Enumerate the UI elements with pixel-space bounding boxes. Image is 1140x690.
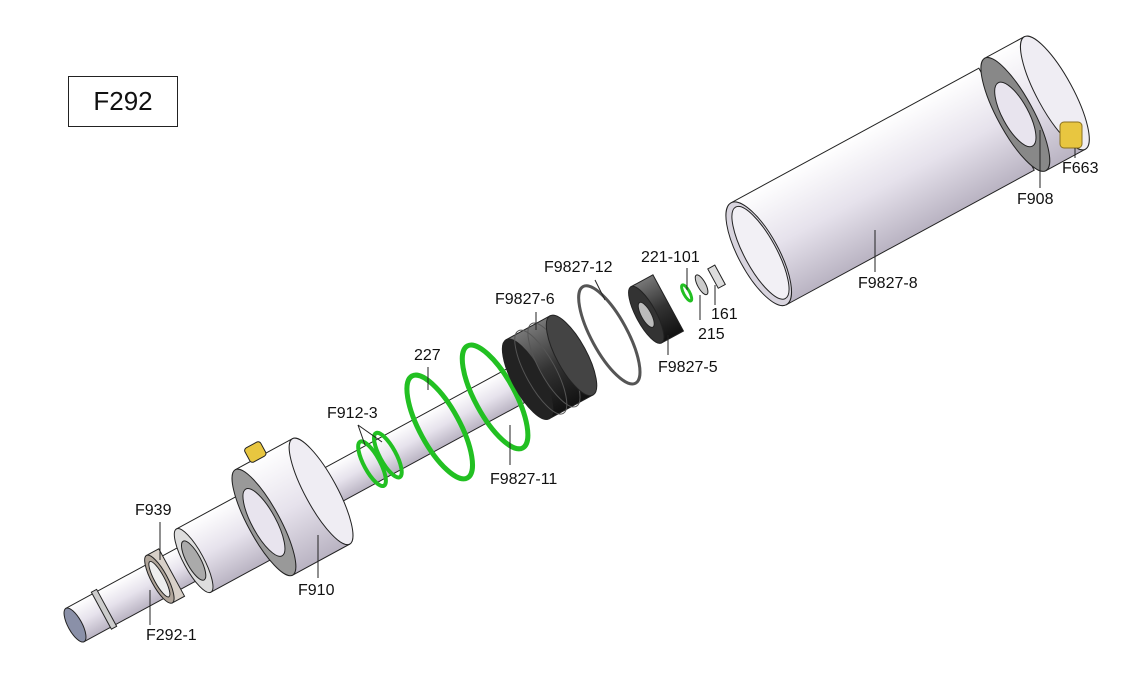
o-rings-f912-3 [356, 430, 404, 489]
label-f9827-5: F9827-5 [658, 359, 718, 376]
label-227: 227 [414, 347, 441, 364]
o-ring-f9827-11 [459, 342, 531, 452]
label-f9827-8: F9827-8 [858, 275, 918, 292]
o-ring-221-101 [680, 283, 694, 303]
label-f292-1: F292-1 [146, 627, 197, 644]
label-f9827-12: F9827-12 [544, 259, 613, 276]
label-f910: F910 [298, 582, 335, 599]
label-f663: F663 [1062, 160, 1099, 177]
wiper-f939 [144, 548, 186, 604]
bearing-f9827-5 [628, 274, 685, 344]
label-f9827-6: F9827-6 [495, 291, 555, 308]
label-215: 215 [698, 326, 725, 343]
label-f908: F908 [1017, 191, 1054, 208]
leader-lines [149, 130, 1076, 625]
gland-f910 [173, 437, 354, 594]
label-161: 161 [711, 306, 738, 323]
part-number-title: F292 [68, 76, 178, 127]
snap-ring-f9827-12 [577, 284, 642, 386]
label-f912-3: F912-3 [327, 405, 378, 422]
grease-fitting-icon [244, 441, 267, 463]
barrel-f9827-8 [725, 67, 1035, 307]
nut-161 [707, 264, 726, 289]
washer-215 [694, 274, 709, 296]
o-ring-227 [404, 372, 475, 482]
label-f9827-11: F9827-11 [490, 471, 558, 488]
grease-fitting-f663-icon [1059, 121, 1083, 149]
label-f939: F939 [135, 502, 172, 519]
label-221-101: 221-101 [641, 249, 700, 266]
piston-seal-f9827-6 [501, 314, 598, 420]
